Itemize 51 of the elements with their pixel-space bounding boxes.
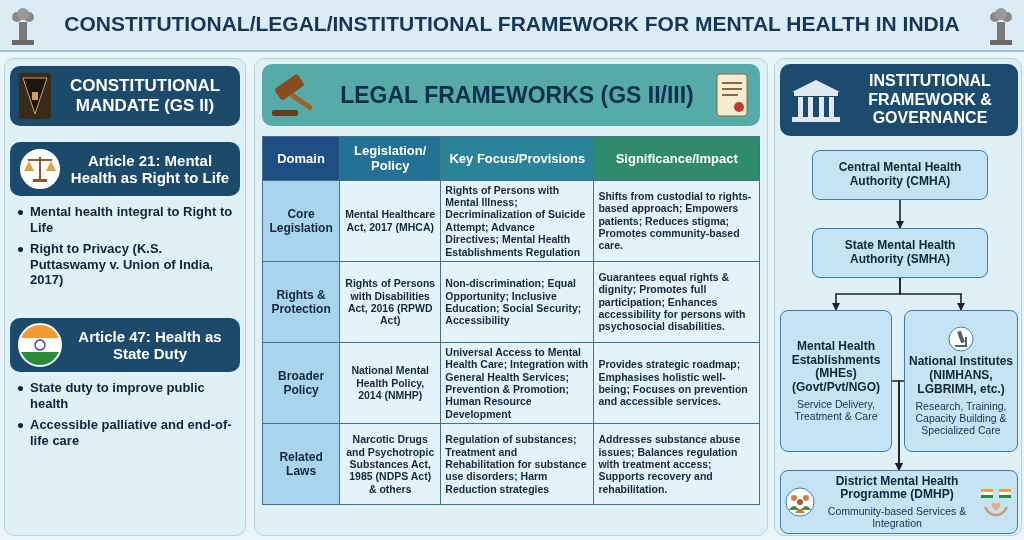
table-cell: Provides strategic roadmap; Emphasises holistic well-being; Focuses on prevention and accessible services. bbox=[593, 342, 760, 424]
title: CONSTITUTIONAL/LEGAL/INSTITUTIONAL FRAMEWORK FOR MENTAL HEALTH IN INDIA bbox=[63, 12, 961, 36]
band-title: Article 47: Health as State Duty bbox=[77, 327, 223, 363]
table-cell: Guarantees equal rights & dignity; Promotes full participation; Enhances accessibility for persons with psychosocial disabilities. bbox=[593, 261, 760, 343]
node-description: Community-based Services & Integration bbox=[826, 505, 968, 530]
table-cell: Related Laws bbox=[262, 423, 340, 505]
table-cell: Shifts from custodial to rights-based approach; Empowers patients; Reduces stigma; Promotes community-based care. bbox=[593, 180, 760, 262]
table-header-cell: Key Focus/Provisions bbox=[440, 136, 594, 181]
node-title: Mental Health Establishments (MHEs) (Govt/Pvt/NGO) bbox=[790, 339, 882, 396]
bullet-point: Accessible palliative and end-of-life care bbox=[14, 417, 238, 449]
table-cell: Narcotic Drugs and Psychotropic Substances Act, 1985 (NDPS Act) & others bbox=[339, 423, 441, 505]
band-title: INSTITUTIONAL FRAMEWORK & GOVERNANCE bbox=[867, 72, 993, 128]
table-cell: National Mental Health Policy, 2014 (NMHP) bbox=[339, 342, 441, 424]
arrow bbox=[895, 380, 905, 471]
table-cell: Core Legislation bbox=[262, 180, 340, 262]
table-cell: Rights & Protection bbox=[262, 261, 340, 343]
table-cell: Broader Policy bbox=[262, 342, 340, 424]
bullet-point: State duty to improve public health bbox=[14, 380, 238, 412]
band-title: CONSTITUTIONAL MANDATE (GS II) bbox=[68, 76, 222, 116]
node-title: District Mental Health Programme (DMHP) bbox=[834, 474, 960, 503]
bullet-point: Mental health integral to Right to Life bbox=[14, 204, 238, 236]
arrow bbox=[896, 199, 904, 229]
bullet-point: Right to Privacy (K.S. Puttaswamy v. Union of India, 2017) bbox=[14, 241, 238, 288]
table-cell: Universal Access to Mental Health Care; Integration with General Health Services; Prevention & Promotion; Human Resource Development bbox=[440, 342, 594, 424]
process-box bbox=[780, 470, 1018, 534]
table-cell: Addresses substance abuse issues; Balances regulation with treatment access; Supports recovery and rehabilitation. bbox=[593, 423, 760, 505]
band-title: LEGAL FRAMEWORKS (GS II/III) bbox=[339, 81, 695, 109]
table-cell: Non-discrimination; Equal Opportunity; Inclusive Education; Social Security; Accessibility bbox=[440, 261, 594, 343]
process-box bbox=[780, 310, 892, 452]
header-band bbox=[10, 142, 240, 196]
node-description: Research, Training, Capacity Building & Specialized Care bbox=[914, 399, 1008, 436]
header-band bbox=[780, 64, 1018, 136]
table-header-cell: Legislation/ Policy bbox=[339, 136, 441, 181]
process-box bbox=[812, 228, 988, 278]
table-cell: Mental Healthcare Act, 2017 (MHCA) bbox=[339, 180, 441, 262]
table-header-cell: Domain bbox=[262, 136, 340, 181]
node-title: National Institutes (NIMHANS, LGBRIMH, etc.) bbox=[909, 355, 1013, 397]
table-cell: Regulation of substances; Treatment and Rehabilitation for substance use disorders; Harm Reduction strategies bbox=[440, 423, 594, 505]
band-title: Article 21: Mental Health as Right to Life bbox=[69, 151, 231, 187]
process-box bbox=[812, 150, 988, 200]
arrow bbox=[899, 277, 965, 311]
node-title: State Mental Health Authority (SMHA) bbox=[843, 239, 957, 267]
table-cell: Rights of Persons with Disabilities Act, 2016 (RPWD Act) bbox=[339, 261, 441, 343]
header-band bbox=[10, 66, 240, 126]
node-title: Central Mental Health Authority (CMHA) bbox=[837, 161, 963, 189]
node-description: Service Delivery, Treatment & Care bbox=[793, 398, 879, 423]
process-box bbox=[904, 310, 1018, 452]
header-band bbox=[10, 318, 240, 372]
header-band bbox=[262, 64, 760, 126]
table-header-cell: Significance/Impact bbox=[593, 136, 760, 181]
table-cell: Rights of Persons with Mental Illness; Decriminalization of Suicide Attempt; Advance Directives; Mental Health Establishments Regulation bbox=[440, 180, 594, 262]
